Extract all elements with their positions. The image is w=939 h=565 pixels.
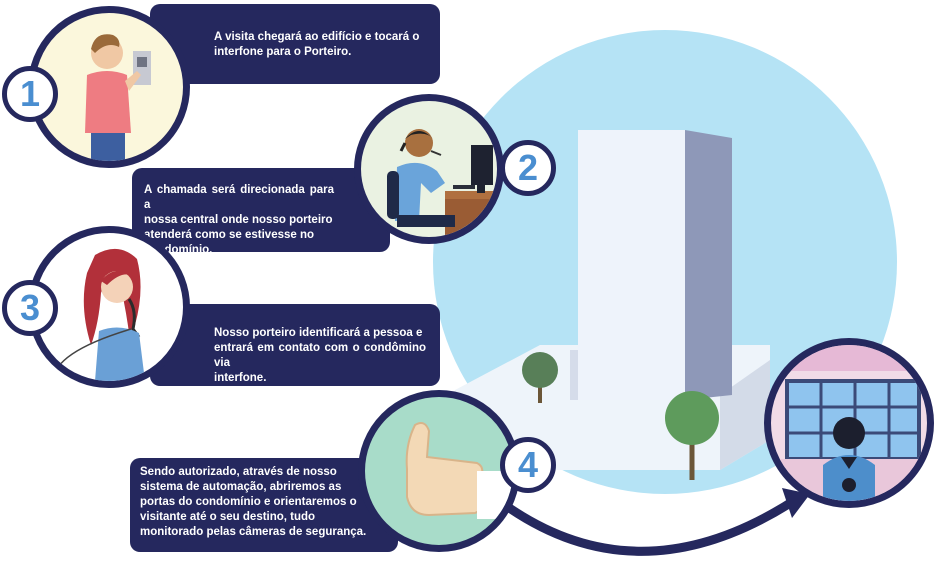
step-1-banner: A visita chegará ao edifício e tocará o …	[150, 4, 440, 84]
arrow-head	[782, 488, 810, 518]
step-3-number: 3	[2, 280, 58, 336]
step-4-line-3: portas do condomínio e orientaremos o	[140, 496, 357, 508]
step-2-line-1: A chamada será direcionada para a	[144, 184, 334, 211]
step-2-number: 2	[500, 140, 556, 196]
step-4-line-2: sistema de automação, abriremos as	[140, 481, 342, 493]
step-2-line-2: nossa central onde nosso porteiro	[144, 214, 333, 226]
tree-left	[522, 352, 558, 388]
step-1-line-1: A visita chegará ao edifício e tocará o	[214, 31, 420, 43]
tower-side	[685, 130, 732, 400]
step-4-number: 4	[500, 437, 556, 493]
step-4-banner: Sendo autorizado, através de nosso siste…	[130, 458, 398, 552]
curved-arrow	[500, 495, 800, 556]
doorman-at-window-icon	[764, 338, 934, 508]
tower-front	[578, 130, 685, 400]
step-4-line-4: visitante até o seu destino, tudo	[140, 511, 316, 523]
step-3-line-1: Nosso porteiro identificará a pessoa e	[214, 327, 423, 339]
step-2-line-3: atenderá como se estivesse no	[144, 229, 315, 241]
step-2-banner: A chamada será direcionada para a nossa …	[132, 168, 390, 256]
step-3-line-2: entrará em contato com o condômino via	[214, 342, 426, 369]
step-1-number: 1	[2, 66, 58, 122]
step-4-line-5: monitorado pelas câmeras de segurança.	[140, 526, 367, 538]
building-base-side	[720, 360, 770, 470]
operator-with-headset-icon	[354, 94, 504, 244]
step-4-line-1: Sendo autorizado, através de nosso	[140, 466, 337, 478]
step-1-line-2: interfone para o Porteiro.	[214, 46, 352, 58]
thumbs-up-icon	[358, 390, 520, 552]
tree-right	[665, 391, 719, 445]
step-3-banner: Nosso porteiro identificará a pessoa e e…	[150, 304, 440, 386]
step-3-line-3: interfone.	[214, 372, 267, 384]
